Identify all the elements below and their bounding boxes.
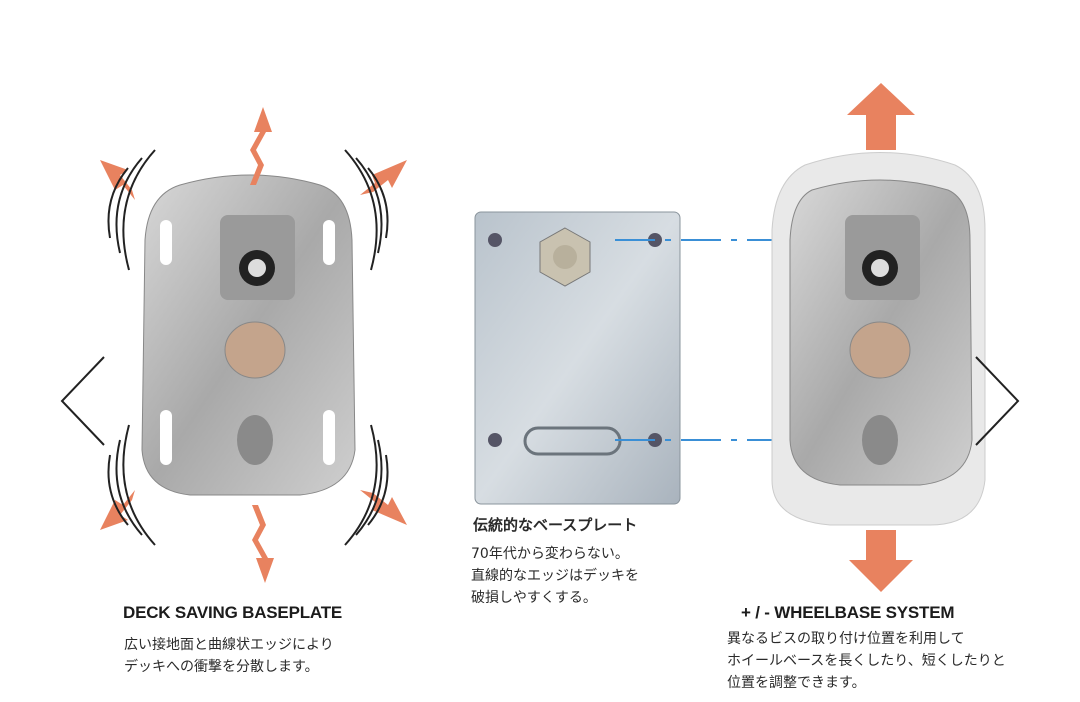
right-panel-description: 異なるビスの取り付け位置を利用して ホイールベースを長くしたり、短くしたりと 位… [727,631,1006,691]
chevron-left-icon [60,356,105,446]
left-panel-description: 広い接地面と曲線状エッジにより デッキへの衝撃を分散します。 [124,637,334,675]
chevron-right-icon [975,356,1020,446]
deck-saving-baseplate-image [141,174,356,496]
center-panel-description: 70年代から変わらない。 直線的なエッジはデッキを 破損しやすくする。 [471,546,639,606]
wheelbase-arrows [847,83,915,592]
carousel-next-button[interactable] [972,355,1022,447]
impact-arrows [100,107,407,583]
alignment-guide-lines [615,239,845,441]
traditional-baseplate-image [474,211,681,505]
carousel-prev-button[interactable] [58,355,108,447]
right-panel-title: + / - WHEELBASE SYSTEM [741,603,955,622]
wheelbase-baseplate-image [771,152,986,526]
center-panel-title: 伝統的なベースプレート [473,516,638,534]
left-panel-title: DECK SAVING BASEPLATE [123,603,343,622]
